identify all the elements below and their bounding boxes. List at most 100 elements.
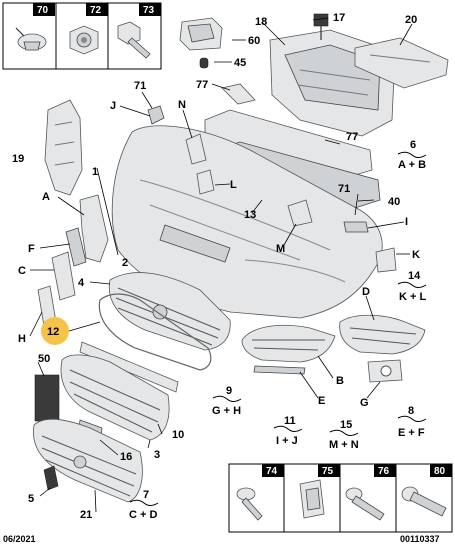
callout-A: A (42, 191, 50, 203)
part-50-panel (34, 374, 60, 422)
callout-M: M (276, 243, 285, 255)
part-F-bracket (65, 227, 87, 267)
group-14: 14 K + L (397, 270, 426, 303)
fastener-75-label: 75 (322, 466, 334, 477)
bolt-73-icon (117, 21, 151, 59)
callout-L: L (230, 179, 237, 191)
fastener-72-label: 72 (90, 5, 102, 16)
callout-12-highlight: 12 (41, 317, 101, 345)
group-7-formula: C + D (129, 509, 157, 521)
clip-70-icon (15, 27, 47, 51)
callout-13: 13 (244, 209, 256, 221)
part-1-bumper-cover (111, 125, 383, 319)
group-9-num: 9 (226, 385, 232, 397)
group-14-num: 14 (408, 270, 421, 282)
fastener-76-label: 76 (378, 466, 390, 477)
callout-C: C (18, 265, 26, 277)
group-8-num: 8 (408, 405, 414, 417)
callout-71-right: 71 (338, 183, 350, 195)
screw-74-icon (236, 487, 263, 521)
group-15-num: 15 (340, 419, 352, 431)
callout-45: 45 (234, 57, 246, 69)
group-15: 15 M + N (329, 419, 359, 451)
callout-N: N (178, 99, 186, 111)
group-11-formula: I + J (276, 435, 298, 447)
callout-I: I (405, 216, 408, 228)
fastener-box-bottom: 74 75 76 80 (228, 463, 453, 533)
callout-21: 21 (80, 509, 92, 521)
group-6-num: 6 (410, 139, 416, 151)
callout-1: 1 (92, 166, 98, 178)
callout-19: 19 (12, 153, 24, 165)
group-11-num: 11 (284, 415, 296, 427)
part-C-bracket (51, 251, 76, 301)
fastener-70-label: 70 (37, 5, 49, 16)
callout-B: B (336, 375, 344, 387)
part-E-strip (253, 365, 306, 375)
part-B-trim (241, 324, 336, 363)
callout-D: D (362, 286, 370, 298)
part-10-grille-mid (60, 354, 170, 441)
part-20-undertray (354, 37, 449, 89)
part-N-bracket (185, 133, 207, 165)
part-12-trim-frame (98, 293, 212, 371)
part-A-bracket (79, 194, 109, 263)
callout-18: 18 (255, 16, 267, 28)
nut-72-icon (69, 25, 99, 55)
callout-4: 4 (78, 277, 85, 289)
footer-ref: 00110337 (400, 534, 440, 544)
callout-20: 20 (405, 14, 417, 26)
callout-16: 16 (120, 451, 132, 463)
group-6: 6 A + B (397, 139, 427, 171)
part-5-clip (43, 465, 59, 491)
part-G-foglamp-cover (367, 359, 403, 383)
part-60-icon (179, 17, 223, 51)
callout-40: 40 (388, 196, 400, 208)
part-M-bracket (287, 199, 313, 227)
callout-3: 3 (154, 449, 160, 461)
part-J-clip (147, 105, 165, 125)
fastener-80-label: 80 (434, 466, 446, 477)
group-14-formula: K + L (399, 291, 426, 303)
callout-G: G (360, 397, 369, 409)
footer-date: 06/2021 (3, 534, 36, 544)
group-7-num: 7 (143, 489, 149, 501)
fastener-box-top: 70 72 73 (2, 2, 162, 70)
callout-E: E (318, 395, 325, 407)
callout-77-right: 77 (346, 131, 358, 143)
callout-J: J (110, 100, 116, 112)
part-K-bracket (375, 247, 397, 273)
part-19-duct (44, 99, 83, 196)
fastener-74-label: 74 (266, 466, 278, 477)
callout-12: 12 (47, 326, 59, 338)
group-formulas: 6 A + B 14 K + L 9 G + H 11 I + J 15 M +… (129, 139, 426, 521)
part-21-grille-lower (32, 418, 143, 503)
callout-71-top: 71 (134, 80, 146, 92)
group-8-formula: E + F (398, 427, 425, 439)
group-15-formula: M + N (329, 439, 359, 451)
part-45-icon (199, 57, 209, 69)
group-6-formula: A + B (398, 159, 426, 171)
rivet-80-icon (401, 486, 447, 517)
part-D-trim (339, 314, 426, 355)
callout-H: H (18, 333, 26, 345)
callout-K: K (412, 249, 420, 261)
callout-17: 17 (333, 12, 345, 24)
group-9: 9 G + H (212, 385, 242, 417)
callout-2: 2 (122, 257, 128, 269)
callout-60: 60 (248, 35, 260, 47)
group-11: 11 I + J (273, 415, 303, 447)
callout-50: 50 (38, 353, 50, 365)
group-8: 8 E + F (397, 405, 427, 439)
group-7: 7 C + D (129, 489, 159, 521)
leader-lines (29, 17, 413, 513)
callout-5: 5 (28, 493, 34, 505)
callout-10: 10 (172, 429, 184, 441)
part-L-bracket (196, 169, 215, 195)
fastener-73-label: 73 (143, 5, 155, 16)
part-17-sensor (313, 13, 329, 40)
group-9-formula: G + H (212, 405, 241, 417)
callout-77-top: 77 (196, 79, 208, 91)
callout-labels: 60 45 77 17 18 20 71 J N 77 L 13 71 40 I… (12, 12, 420, 521)
